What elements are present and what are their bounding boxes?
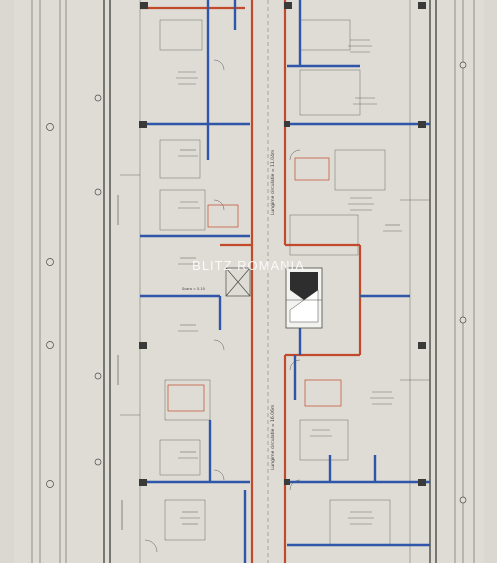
structural-columns [139, 2, 426, 486]
corridor-label-upper: Lungime circulatie = 11.04m [270, 150, 276, 215]
stair-label: Scara = 5.10 [182, 287, 205, 291]
annotation-text-lines [117, 39, 402, 530]
paper-sheet [14, 0, 484, 563]
elevator-shaft [225, 267, 251, 297]
dimension-lines [31, 0, 475, 563]
room-label-boxes [167, 157, 342, 412]
watermark: BLITZ ROMANIA [192, 258, 305, 273]
corridor-label-lower: Lungime circulatie = 16.06m [270, 405, 276, 470]
partition-walls [140, 0, 430, 563]
grid-axis-markers [46, 61, 467, 504]
outer-walls [103, 0, 437, 563]
door-swings [144, 59, 301, 553]
stair-core [285, 267, 323, 329]
interior-outlines [120, 0, 430, 563]
